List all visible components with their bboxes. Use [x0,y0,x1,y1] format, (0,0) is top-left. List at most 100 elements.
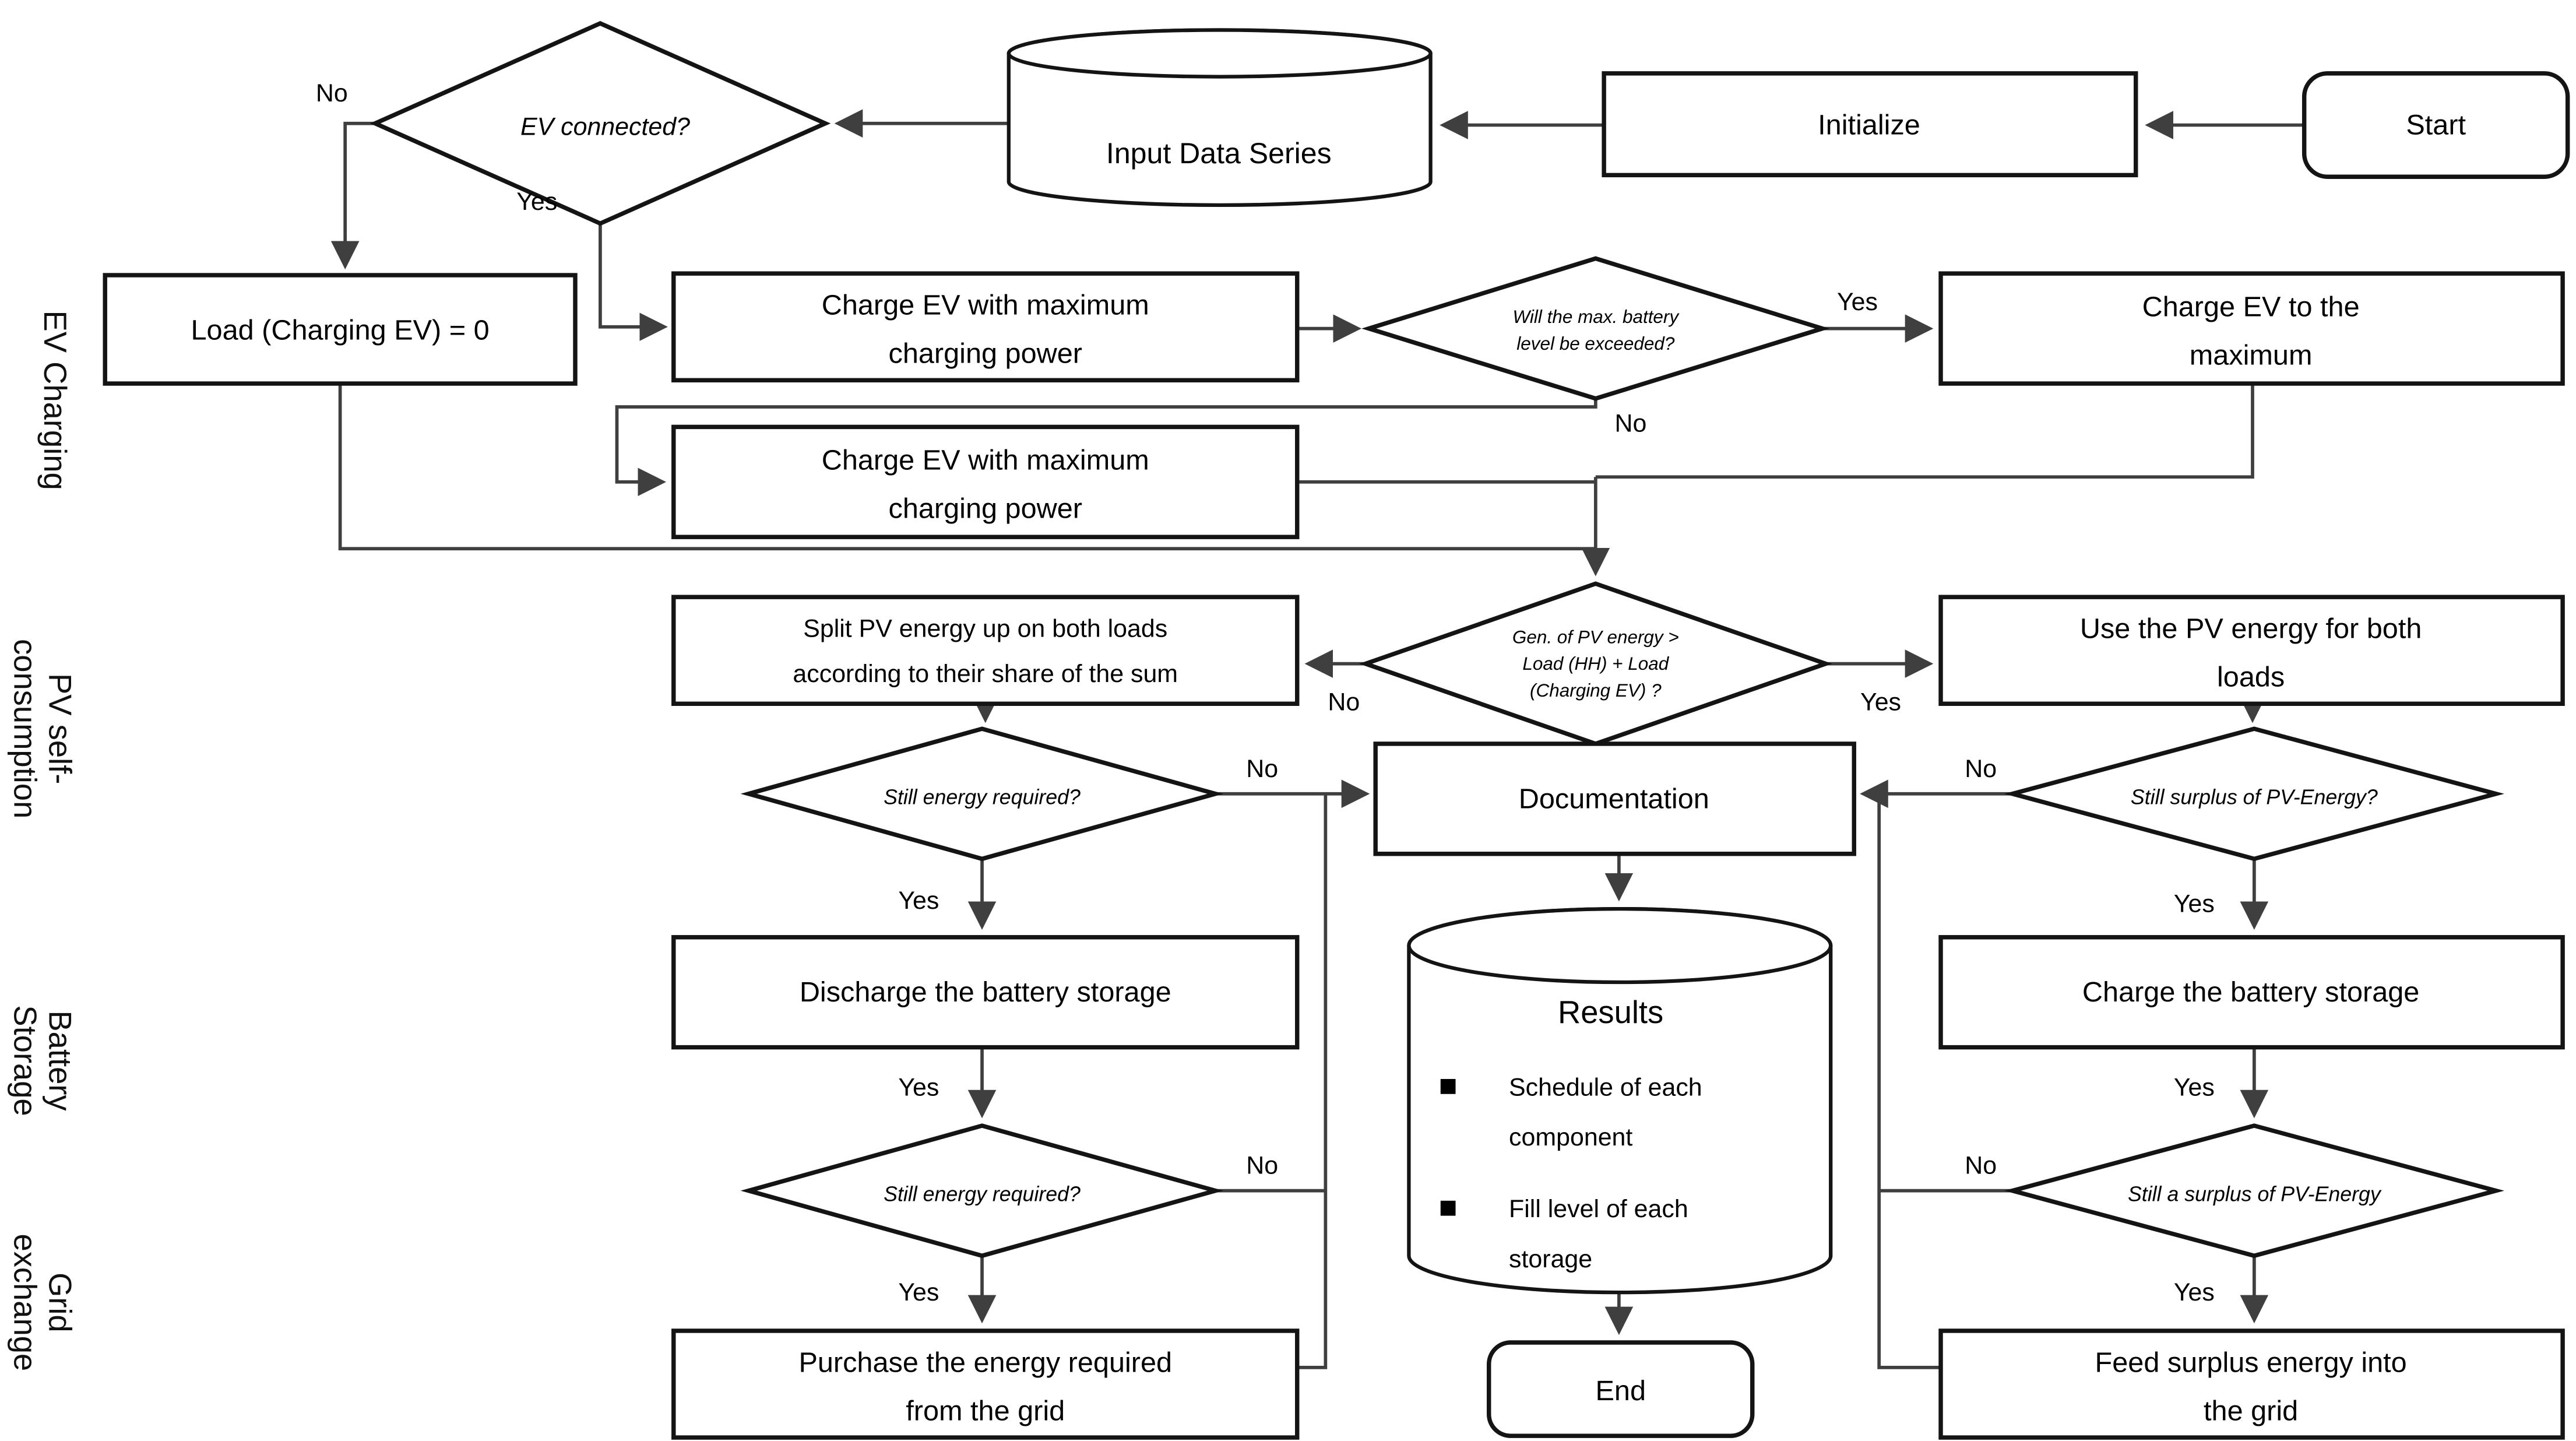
still-energy-1-decision-shape [740,726,1224,862]
results-bullet2-line2: storage [1509,1245,1592,1273]
input-data-cylinder-top [1007,28,1433,79]
label-pv-check-yes: Yes [1860,688,1901,716]
node-use-pv-both-loads: Use the PV energy for both loads [1938,595,2565,706]
documentation-shape [1373,741,1856,856]
nodes: Start Initialize Input Data Series EV co… [103,20,2570,1440]
label-battery-check-yes: Yes [1837,288,1878,316]
label-pv-check-no: No [1328,688,1360,716]
discharge-battery-shape [671,935,1300,1050]
split-pv-line2: according to their share of the sum [793,660,1178,688]
purchase-grid-shape [671,1328,1300,1440]
surplus-1-label: Still surplus of PV-Energy? [2131,785,2378,809]
lane-ev-charging: EV Charging [37,311,73,490]
charge-ev-max-2-shape [671,424,1300,539]
label-battery-check-no: No [1614,410,1646,438]
node-initialize: Initialize [1602,71,2138,178]
label-surplus1-yes: Yes [2174,890,2215,918]
ev-connected-label: EV connected? [520,113,690,140]
node-results: Results Schedule of each component Fill … [1407,907,1833,1295]
label-ev-connected-yes: Yes [516,188,557,216]
lane-battery-line1: Battery [42,1010,78,1111]
lane-battery-line2: Storage [7,1005,43,1116]
label-ev-connected-no: No [316,79,348,107]
still-energy-2-label: Still energy required? [884,1182,1081,1205]
split-pv-line1: Split PV energy up on both loads [803,615,1167,643]
node-load-charging-ev-zero: Load (Charging EV) = 0 [103,273,578,386]
label-still2-no: No [1246,1152,1278,1180]
pv-check-line2: Load (HH) + Load [1522,653,1669,674]
load-zero-label: Load (Charging EV) = 0 [191,314,489,346]
still-energy-1-label: Still energy required? [884,785,1081,809]
end-terminator-shape [1487,1340,1755,1438]
lane-pv-self-line1: PV self- [42,673,78,784]
edge-right-no-bus [1877,793,1941,1369]
results-title: Results [1558,994,1663,1030]
battery-exceeded-line2: level be exceeded? [1516,333,1675,354]
start-terminator-shape [2301,71,2570,179]
results-bullet2-line1: Fill level of each [1509,1195,1688,1223]
node-split-pv-energy: Split PV energy up on both loads accordi… [671,595,1300,706]
node-charge-ev-max-power-2: Charge EV with maximum charging power [671,424,1300,539]
purchase-grid-line2: from the grid [906,1395,1065,1426]
results-bullet1-icon [1440,1078,1456,1094]
node-charge-ev-max-power-1: Charge EV with maximum charging power [671,271,1300,382]
node-charge-battery: Charge the battery storage [1938,935,2565,1050]
feed-grid-line2: the grid [2204,1395,2298,1426]
connectors [330,109,2304,1369]
label-charge-batt-yes: Yes [2174,1073,2215,1101]
discharge-battery-label: Discharge the battery storage [800,976,1171,1008]
label-still1-no: No [1246,755,1278,783]
edge-charge-to-max-down [1595,383,2254,479]
use-pv-line2: loads [2217,662,2285,693]
surplus-1-decision-shape [2004,726,2504,862]
node-gen-pv-greater-load: Gen. of PV energy > Load (HH) + Load (Ch… [1359,581,1832,746]
label-discharge-yes: Yes [898,1073,939,1101]
label-surplus1-no: No [1965,755,1997,783]
results-bullet2-icon [1440,1200,1456,1216]
charge-ev-max-1-line1: Charge EV with maximum [822,290,1149,321]
label-still2-yes: Yes [898,1278,939,1306]
node-input-data-series: Input Data Series [1007,28,1433,208]
node-purchase-from-grid: Purchase the energy required from the gr… [671,1328,1300,1440]
charge-ev-max-1-line2: charging power [889,338,1082,369]
node-max-battery-exceeded: Will the max. battery level be exceeded? [1361,256,1830,401]
node-ev-connected: EV connected? [369,20,831,226]
charge-battery-label: Charge the battery storage [2082,976,2419,1008]
charge-battery-shape [1938,935,2565,1050]
battery-exceeded-line1: Will the max. battery [1513,307,1680,327]
edge-battery-check-no [615,398,1597,497]
node-discharge-battery: Discharge the battery storage [671,935,1300,1050]
initialize-process-shape [1602,71,2138,178]
surplus-2-decision-shape [2004,1123,2504,1259]
pv-check-decision-shape [1359,581,1832,746]
feed-grid-line1: Feed surplus energy into [2095,1347,2407,1378]
split-pv-shape [671,595,1300,706]
node-documentation: Documentation [1373,741,1856,856]
start-label: Start [2406,110,2466,141]
label-still1-yes: Yes [898,887,939,915]
node-still-surplus-pv-2: Still a surplus of PV-Energy [2004,1123,2504,1259]
lane-captions: EV Charging PV self- consumption Battery… [7,311,78,1372]
label-surplus2-no: No [1965,1152,1997,1180]
charge-ev-to-max-line2: maximum [2190,339,2313,371]
end-label: End [1595,1375,1646,1407]
input-data-label: Input Data Series [1106,137,1332,170]
node-charge-ev-to-maximum: Charge EV to the maximum [1938,271,2565,386]
results-bullet1-line1: Schedule of each [1509,1073,1702,1101]
charge-ev-max-1-shape [671,271,1300,382]
edge-load-zero-down [338,383,1596,551]
use-pv-shape [1938,595,2565,706]
lane-grid-line2: exchange [7,1233,43,1371]
initialize-label: Initialize [1818,110,1920,141]
edge-left-no-bus [1297,793,1328,1369]
node-start: Start [2301,71,2570,179]
pv-check-line1: Gen. of PV energy > [1512,627,1679,647]
lane-grid-line1: Grid [42,1273,78,1333]
results-bullet1-line2: component [1509,1123,1632,1151]
surplus-2-label: Still a surplus of PV-Energy [2128,1182,2382,1205]
charge-ev-max-2-line2: charging power [889,493,1082,525]
node-still-surplus-pv: Still surplus of PV-Energy? [2004,726,2504,862]
node-still-energy-required-1: Still energy required? [740,726,1224,862]
edge-labels: No Yes Yes No No Yes No Yes No Yes Yes Y… [316,79,2215,1306]
